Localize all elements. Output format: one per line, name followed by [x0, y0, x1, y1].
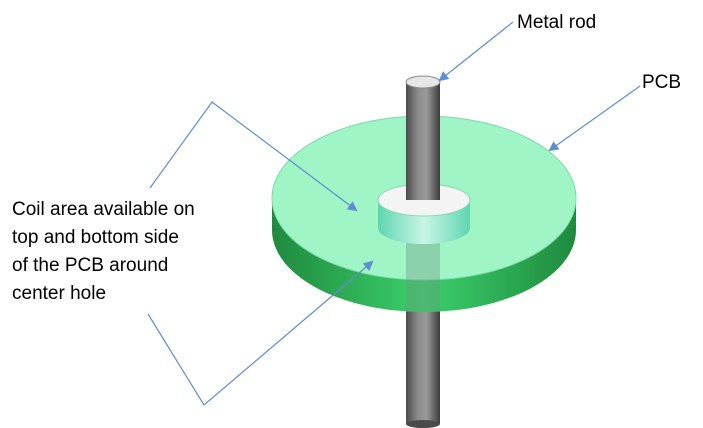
rod-top-cap: [405, 75, 441, 89]
metal-rod-arrow: [438, 21, 514, 82]
coil-top-arrow: [149, 101, 358, 212]
pcb-label: PCB: [642, 72, 681, 93]
coil-area-label-line-1: Coil area available on: [12, 199, 195, 220]
rod-bottom-cap: [406, 420, 440, 428]
coil-area-label-line-3: of the PCB around: [12, 255, 168, 276]
rod-lower: [406, 302, 440, 424]
coil-area-label-line-2: top and bottom side: [12, 227, 179, 248]
pcb-side: [272, 198, 576, 312]
pcb-arrow: [548, 85, 641, 152]
metal-rod-label: Metal rod: [517, 12, 596, 33]
rod-upper: [406, 82, 440, 200]
coil-bottom-arrow: [147, 260, 374, 406]
coil-area-label-line-4: center hole: [12, 283, 106, 304]
